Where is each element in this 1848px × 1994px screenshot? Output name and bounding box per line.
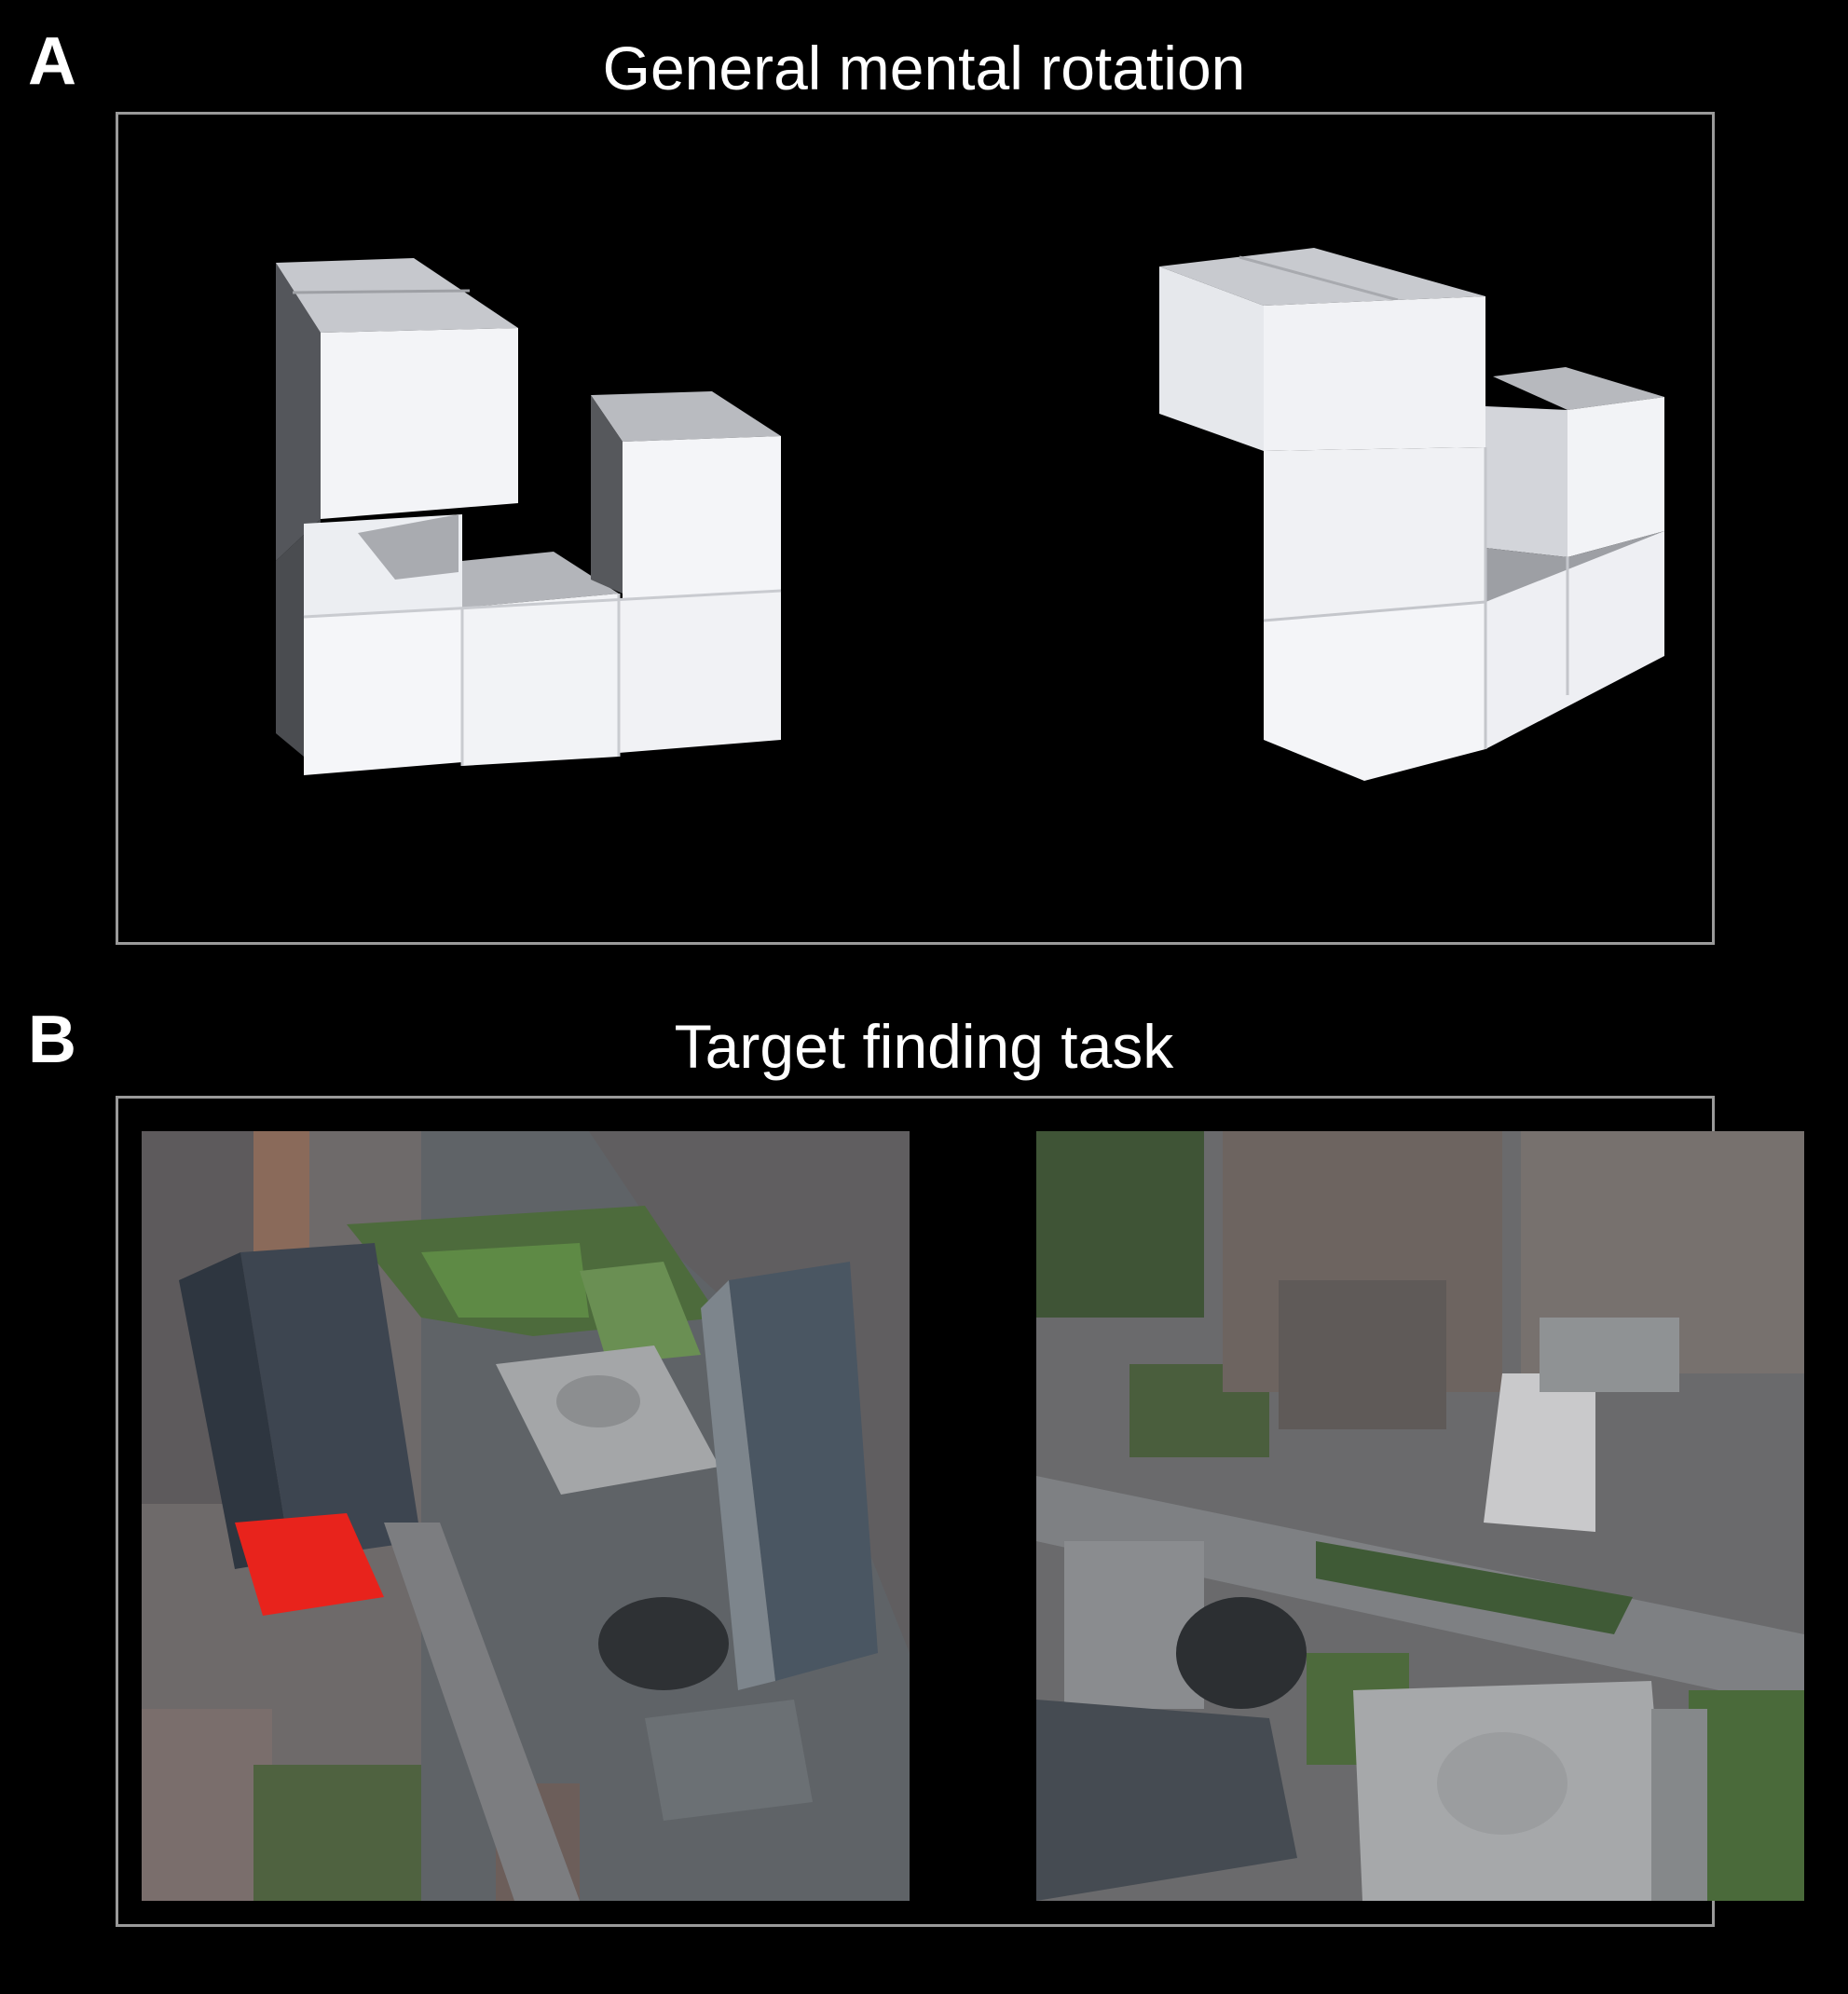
panel-a-title: General mental rotation	[602, 34, 1246, 102]
cube-front-face	[623, 436, 781, 600]
aerial-image-oblique	[142, 1131, 910, 1901]
panel-b-title: Target finding task	[674, 1012, 1174, 1081]
aerial-view-overhead	[1036, 1131, 1804, 1901]
cube-front-face	[619, 591, 781, 753]
cube-front-face	[1159, 266, 1264, 451]
tower	[240, 1243, 421, 1560]
panel-b-letter: B	[28, 1003, 76, 1077]
aerial-image-overhead	[1036, 1131, 1804, 1901]
cube-front-face	[1264, 447, 1485, 621]
cube-top-face	[276, 258, 518, 333]
cube-front-face	[1264, 602, 1485, 781]
cube-figure-left	[276, 258, 782, 775]
cube-front-face	[1567, 397, 1664, 557]
target-building-highlight	[235, 1513, 384, 1616]
cube-front-face	[304, 608, 462, 775]
cube-front-face	[1485, 531, 1664, 749]
cube-top-face	[462, 552, 619, 608]
panel-a-frame	[116, 112, 1715, 945]
cube-figure-right	[1159, 248, 1664, 781]
cube-top-face	[591, 391, 781, 442]
cube-stimulus-left	[227, 225, 809, 799]
cube-side-face	[276, 263, 321, 561]
cube-front-face	[462, 594, 619, 766]
aerial-view-oblique	[142, 1131, 910, 1901]
cube-front-face	[1264, 296, 1485, 451]
cube-top-face	[1493, 367, 1664, 410]
cube-side-face	[1485, 406, 1567, 557]
panel-a-letter: A	[28, 24, 76, 99]
white-building	[1484, 1373, 1595, 1532]
cube-top-face	[1159, 248, 1485, 306]
tower-roof	[1036, 1700, 1297, 1901]
secretariat-tower	[729, 1262, 878, 1681]
cube-stimulus-right	[1128, 211, 1696, 813]
cube-shadow	[358, 514, 459, 580]
cube-side-face	[591, 395, 623, 594]
river	[589, 1131, 910, 1653]
cube-front-face	[321, 328, 518, 519]
